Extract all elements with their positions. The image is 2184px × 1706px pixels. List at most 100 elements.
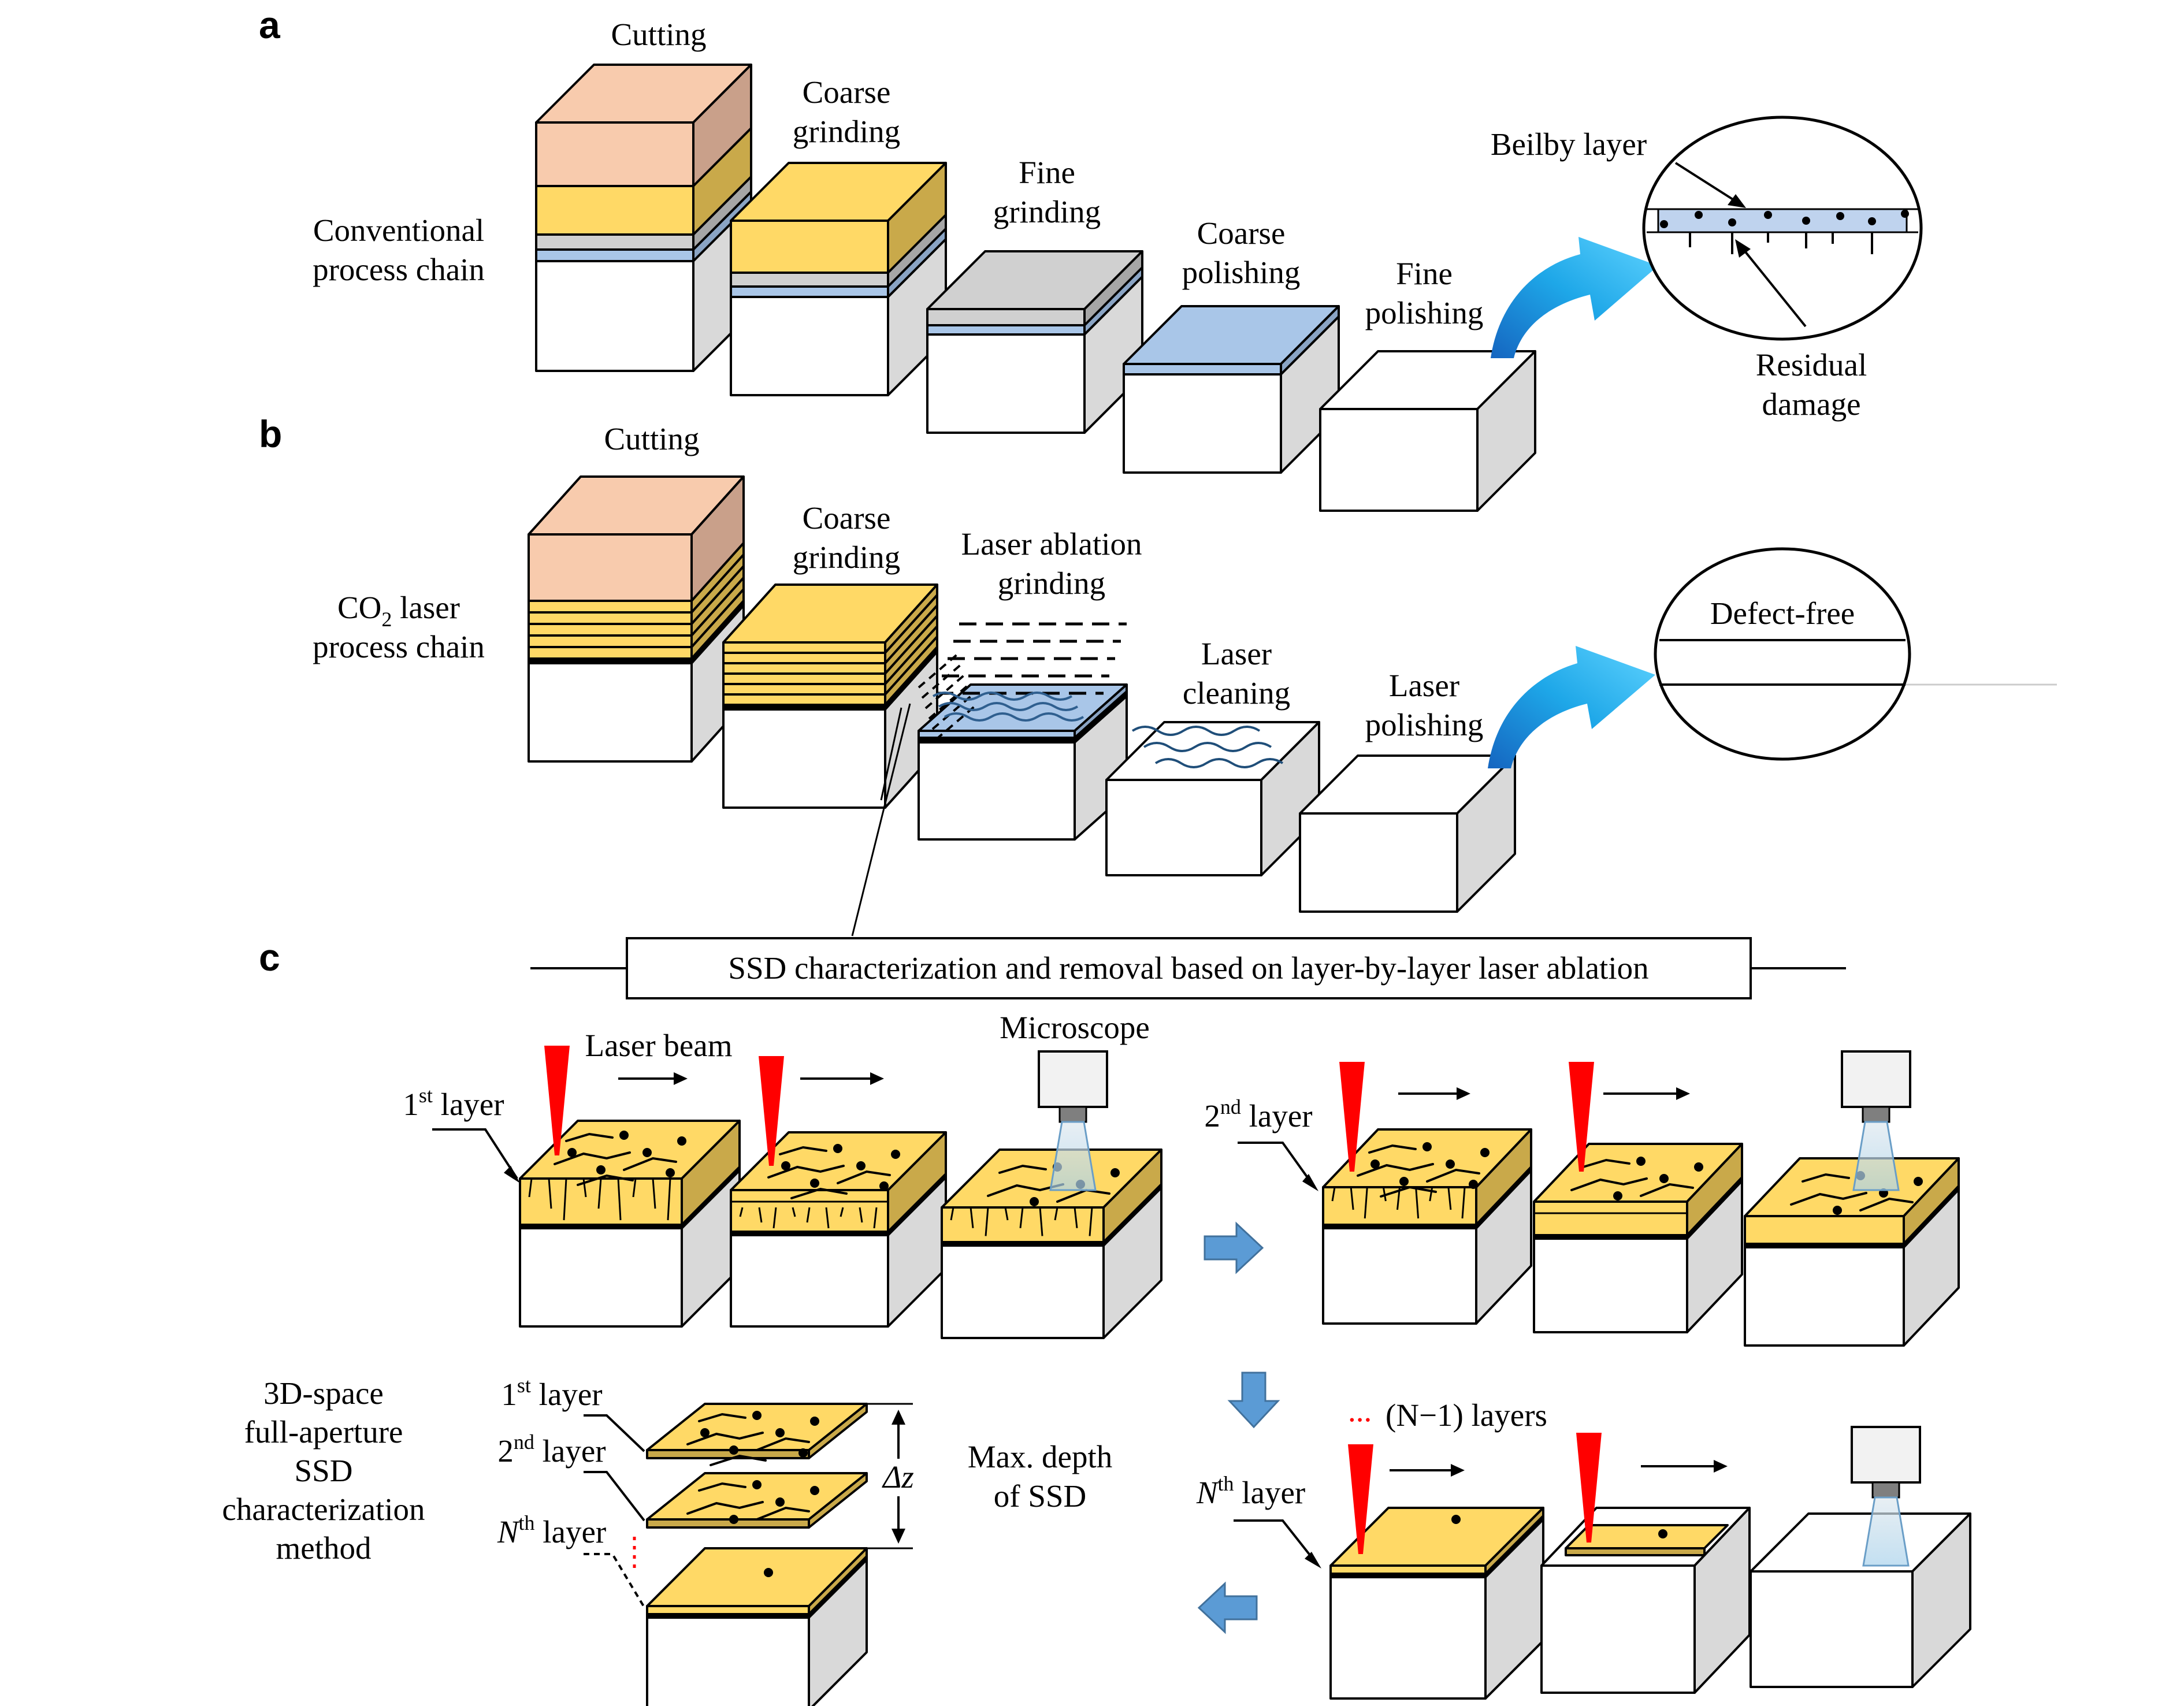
n-minus-1-dots: ... [1348, 1393, 1372, 1428]
panel-label-b: b [259, 412, 282, 455]
block-laser-polishing-b-layer-side-0 [1456, 754, 1516, 913]
magnify-arrow-a [1491, 237, 1658, 358]
block-laser-polishing-b-layer-front-0 [1299, 812, 1458, 913]
step-b4-label-line2: cleaning [1183, 675, 1290, 711]
beilby-pointer-head [1728, 194, 1746, 208]
method-line1: 3D-space [263, 1376, 384, 1411]
stack-layer2-label: 2nd layer [497, 1430, 606, 1469]
ssd-crack [1582, 1158, 1630, 1168]
ssd-block-3 [941, 1149, 1162, 1339]
ssd-defect-dot [1422, 1142, 1432, 1151]
ssd-defect-dot [810, 1417, 819, 1426]
ssd-block-6-layer-side-2 [1903, 1188, 1960, 1347]
zoom-line-right [880, 707, 902, 801]
ssd-block-5-layer-front-2 [1533, 1237, 1688, 1333]
ssd-crack [686, 1501, 764, 1515]
block-fine-polishing-a [1319, 350, 1536, 512]
laser-beam-icon [759, 1056, 784, 1166]
stack-slab-1-front [646, 1449, 810, 1459]
stack-base-layer-front-0 [646, 1605, 810, 1615]
step-a3-label-line1: Fine [1019, 155, 1075, 190]
delta-z-head-down [892, 1529, 905, 1544]
ssd-vertical-crack [739, 1207, 744, 1217]
ssd-vertical-crack [873, 1207, 878, 1229]
block-coarse-grinding-a-layer-front-0 [730, 220, 889, 274]
ssd-crack [1380, 1185, 1437, 1198]
cleaning-block [1105, 721, 1320, 876]
ssd-crack [779, 1146, 827, 1155]
ssd-crack [623, 1157, 677, 1171]
ssd-crack [998, 1164, 1047, 1174]
layer1-pointer-head [504, 1166, 520, 1183]
ssd-defect-dot [729, 1445, 738, 1455]
ssd-crack [837, 1170, 891, 1184]
defect-free-label: Defect-free [1710, 596, 1855, 631]
ssd-crack [698, 1413, 746, 1422]
ssd-block-5 [1533, 1143, 1743, 1333]
ssd-defect-dot [798, 1448, 808, 1458]
ssd-defect-dot [775, 1497, 785, 1507]
step-b5-label-line1: Laser [1389, 668, 1459, 703]
co2-laser-process-chain [528, 475, 1516, 913]
ssd-defect-dot [810, 1179, 819, 1188]
microscope-light-cone [1049, 1121, 1097, 1191]
ablation-wave [932, 692, 1073, 701]
ssd-vertical-crack [1382, 1187, 1387, 1202]
laser-beam-icon [1348, 1444, 1373, 1554]
ssd-defect-dot [1659, 1174, 1669, 1183]
ssd-defect-dot [677, 1136, 686, 1146]
ssd-defect-dot [1451, 1515, 1461, 1524]
ssd-block-6 [1744, 1157, 1960, 1347]
ssd-block-9-layer-front-0 [1750, 1570, 1914, 1688]
ablation-dashed-edge [921, 662, 964, 699]
scan-arrow-head [1676, 1087, 1690, 1100]
stack-pointer-1 [584, 1414, 645, 1452]
block-fine-grinding-a [926, 250, 1143, 434]
ssd-block-9 [1750, 1512, 1971, 1688]
block-fine-polishing-a-layer-front-0 [1319, 408, 1479, 512]
beilby-pointer [1674, 162, 1740, 205]
residual-pointer [1739, 244, 1807, 328]
block-coarse-polishing-a [1123, 305, 1340, 474]
ssd-block-1 [519, 1120, 741, 1328]
step-b1-label: Cutting [604, 421, 699, 456]
section-c-title [530, 937, 1846, 999]
block-cutting-b-layer-front-7 [528, 662, 693, 763]
flow-arrow-right [1204, 1221, 1264, 1274]
ssd-vertical-crack [1019, 1207, 1024, 1228]
block-cutting-a-layer-front-0 [535, 121, 694, 187]
ssd-vertical-crack [758, 1207, 763, 1223]
ssd-vertical-crack [806, 1207, 811, 1223]
laser-beam-icon [544, 1046, 570, 1155]
ssd-block-2-layer-front-2 [730, 1234, 889, 1328]
ssd-crack [577, 1174, 634, 1186]
step-b4-label-line1: Laser [1201, 636, 1272, 671]
ssd-vertical-crack [1089, 1207, 1093, 1236]
layerN-pointer-head [1305, 1552, 1321, 1569]
scan-arrow-head [1451, 1464, 1465, 1477]
stack-slab-1-side [808, 1403, 868, 1459]
conventional-label-line2: process chain [313, 252, 485, 287]
n-minus-1-label: (N−1) layers [1386, 1397, 1547, 1433]
ablation-block-layer-front-2 [918, 741, 1076, 841]
ssd-vertical-crack [1429, 1187, 1433, 1202]
residual-damage-line2: damage [1762, 386, 1860, 422]
microscope-body [1038, 1050, 1108, 1108]
co2-label-line1: CO2 laser [337, 590, 460, 631]
block-coarse-polishing-a-layer-front-1 [1123, 373, 1282, 474]
ssd-vertical-crack [772, 1207, 777, 1229]
co2-label-line2: process chain [313, 629, 485, 664]
step-a3-label-line2: grinding [993, 194, 1101, 229]
ablation-block [918, 683, 1128, 841]
block-coarse-grinding-a-layer-front-3 [730, 296, 889, 396]
ssd-vertical-crack [825, 1207, 830, 1229]
step-a5-label-line1: Fine [1396, 256, 1453, 291]
step-a5-label-line2: polishing [1365, 295, 1484, 330]
ssd-vertical-crack [582, 1178, 587, 1198]
step-a2-label-line2: grinding [793, 114, 900, 149]
conventional-process-chain [535, 64, 1536, 512]
step-a1-label: Cutting [611, 17, 706, 52]
block-cutting-a-layer-front-4 [535, 260, 694, 372]
ssd-defect-dot [879, 1181, 889, 1191]
